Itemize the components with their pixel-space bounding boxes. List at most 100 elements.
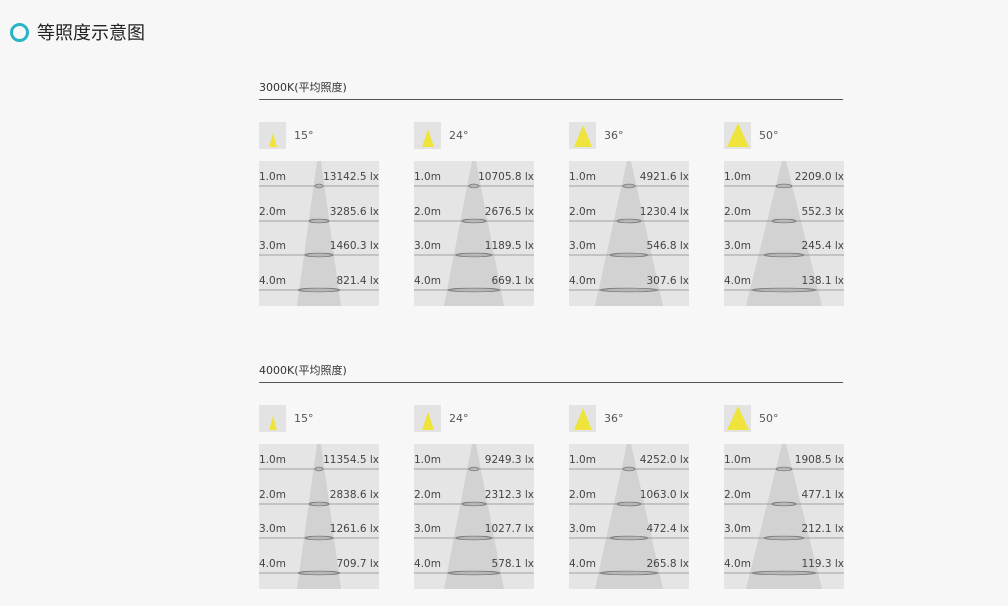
distance-label: 2.0m (724, 206, 751, 218)
illuminance-value: 709.7 lx (336, 558, 379, 570)
illuminance-value: 472.4 lx (646, 523, 689, 535)
distance-label: 4.0m (414, 558, 441, 570)
distance-label: 4.0m (259, 275, 286, 287)
spot-ellipse (609, 252, 649, 258)
distance-label: 4.0m (724, 558, 751, 570)
beam-angle-icon (724, 122, 751, 149)
light-cone-shape (297, 161, 341, 306)
angle-row: 15° (259, 122, 379, 152)
spot-ellipse (308, 501, 330, 507)
distance-label: 1.0m (724, 454, 751, 466)
illuminance-value: 13142.5 lx (323, 171, 379, 183)
light-cone-shape (595, 161, 663, 306)
light-cone (569, 161, 689, 306)
distance-label: 3.0m (414, 523, 441, 535)
spot-ellipse (468, 466, 480, 472)
illuminance-value: 3285.6 lx (329, 206, 379, 218)
spot-ellipse (751, 570, 817, 576)
illuminance-value: 1460.3 lx (329, 240, 379, 252)
light-cone (259, 444, 379, 589)
angle-row: 15° (259, 405, 379, 435)
illuminance-value: 578.1 lx (491, 558, 534, 570)
illuminance-value: 669.1 lx (491, 275, 534, 287)
illuminance-value: 212.1 lx (801, 523, 844, 535)
distance-label: 2.0m (724, 489, 751, 501)
ring-icon (10, 22, 29, 42)
illuminance-value: 307.6 lx (646, 275, 689, 287)
illuminance-value: 9249.3 lx (484, 454, 534, 466)
distance-label: 3.0m (259, 240, 286, 252)
spot-ellipse (308, 218, 330, 224)
distance-label: 1.0m (569, 454, 596, 466)
angle-row: 36° (569, 122, 689, 152)
spot-ellipse (297, 570, 341, 576)
angle-row: 50° (724, 122, 844, 152)
beam-angle-label: 24° (449, 129, 469, 142)
spot-ellipse (455, 535, 493, 541)
spot-ellipse (751, 287, 817, 293)
illuminance-value: 4921.6 lx (639, 171, 689, 183)
distance-label: 4.0m (414, 275, 441, 287)
section-divider (259, 382, 843, 383)
illuminance-value: 1027.7 lx (484, 523, 534, 535)
spot-ellipse (314, 466, 324, 472)
light-cone (569, 444, 689, 589)
light-cone-shape (444, 161, 504, 306)
light-cone-shape (444, 444, 504, 589)
illuminance-value: 119.3 lx (801, 558, 844, 570)
beam-angle-label: 36° (604, 129, 624, 142)
illuminance-value: 2312.3 lx (484, 489, 534, 501)
illuminance-value: 2676.5 lx (484, 206, 534, 218)
spot-ellipse (461, 218, 487, 224)
distance-label: 1.0m (414, 454, 441, 466)
distance-label: 1.0m (259, 454, 286, 466)
distance-label: 2.0m (259, 489, 286, 501)
distance-label: 4.0m (724, 275, 751, 287)
illuminance-value: 265.8 lx (646, 558, 689, 570)
light-cone (724, 161, 844, 306)
light-cone-shape (595, 444, 663, 589)
distance-label: 2.0m (414, 206, 441, 218)
spot-ellipse (616, 501, 642, 507)
angle-row: 36° (569, 405, 689, 435)
spot-ellipse (599, 570, 659, 576)
light-cone (259, 161, 379, 306)
spot-ellipse (771, 501, 797, 507)
spot-ellipse (763, 252, 805, 258)
illuminance-value: 1063.0 lx (639, 489, 689, 501)
spot-ellipse (304, 535, 334, 541)
light-cone (414, 444, 534, 589)
illuminance-value: 477.1 lx (801, 489, 844, 501)
spot-ellipse (447, 570, 501, 576)
section-4000k: 4000K(平均照度) 15° 1.0m 11354.5 lx 2.0m 2838.6 … (259, 363, 844, 589)
distance-label: 2.0m (569, 489, 596, 501)
spot-ellipse (304, 252, 334, 258)
spot-ellipse (775, 466, 793, 472)
distance-label: 2.0m (569, 206, 596, 218)
distance-label: 4.0m (569, 275, 596, 287)
spot-ellipse (609, 535, 649, 541)
spot-ellipse (616, 218, 642, 224)
beam-angle-icon (569, 122, 596, 149)
distance-label: 3.0m (724, 523, 751, 535)
distance-label: 1.0m (569, 171, 596, 183)
distance-label: 4.0m (569, 558, 596, 570)
illuminance-value: 1261.6 lx (329, 523, 379, 535)
illuminance-value: 11354.5 lx (323, 454, 379, 466)
beam-angle-label: 15° (294, 412, 314, 425)
illuminance-value: 2838.6 lx (329, 489, 379, 501)
illuminance-value: 2209.0 lx (794, 171, 844, 183)
light-cone-shape (746, 444, 822, 589)
section-title: 4000K(平均照度) (259, 364, 347, 377)
beam-angle-label: 50° (759, 129, 779, 142)
beam-angle-icon (259, 122, 286, 149)
illuminance-value: 546.8 lx (646, 240, 689, 252)
illuminance-value: 4252.0 lx (639, 454, 689, 466)
illuminance-value: 1189.5 lx (484, 240, 534, 252)
page-title: 等照度示意图 (37, 23, 145, 44)
